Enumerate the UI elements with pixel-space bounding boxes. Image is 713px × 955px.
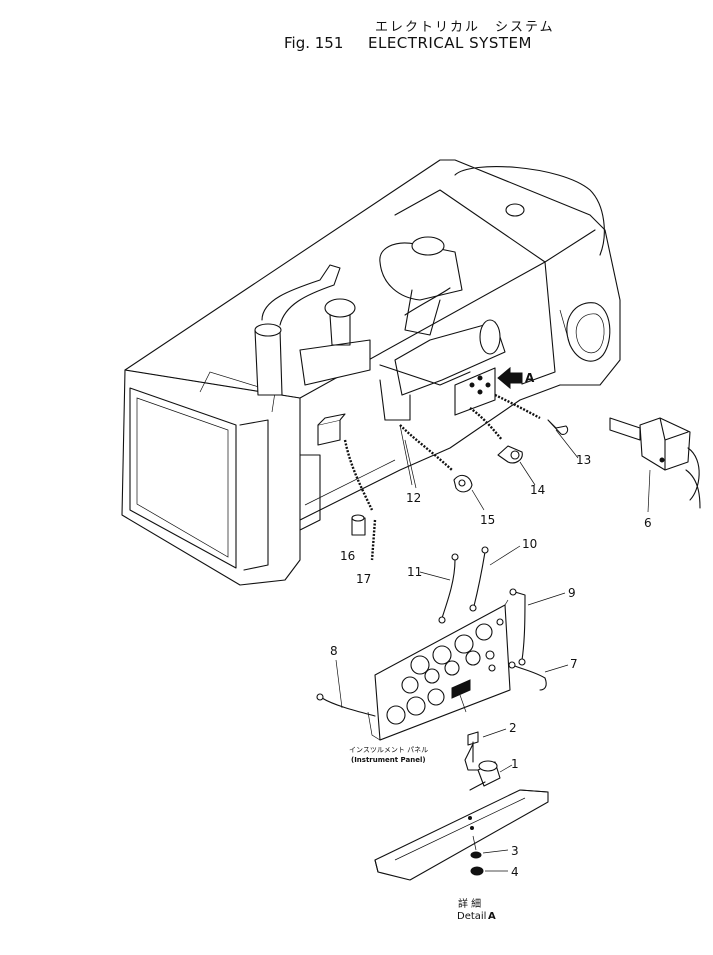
callout-3: 3 xyxy=(511,844,519,858)
detail-caption-letter: A xyxy=(488,911,496,922)
figure-header: エレクトリカル システム Fig. 151 ELECTRICAL SYSTEM xyxy=(0,0,713,60)
callout-numbers: 1 2 3 4 6 7 8 9 10 11 12 13 14 15 16 17 xyxy=(330,453,652,879)
callout-11: 11 xyxy=(407,565,422,579)
callout-8: 8 xyxy=(330,644,338,658)
instrument-panel-label-jp: インスツルメント パネル xyxy=(349,746,428,754)
callout-17: 17 xyxy=(356,572,371,586)
detail-a-assembly xyxy=(374,728,549,881)
callout-10: 10 xyxy=(522,537,537,551)
callout-6: 6 xyxy=(644,516,652,530)
instrument-panel-label-en: (Instrument Panel) xyxy=(351,756,426,764)
callout-12: 12 xyxy=(406,491,421,505)
callout-7: 7 xyxy=(570,657,578,671)
detail-caption-jp: 詳 細 xyxy=(458,897,481,910)
callout-4: 4 xyxy=(511,865,519,879)
callout-9: 9 xyxy=(568,586,576,600)
figure-title: ELECTRICAL SYSTEM xyxy=(368,34,532,52)
callout-1: 1 xyxy=(511,757,519,771)
small-parts xyxy=(351,417,701,561)
figure-title-japanese: エレクトリカル システム xyxy=(375,20,555,35)
callout-2: 2 xyxy=(509,721,517,735)
callout-14: 14 xyxy=(530,483,545,497)
instrument-panel xyxy=(367,599,511,741)
figure-number: Fig. 151 xyxy=(284,34,344,52)
detail-caption-en: Detail xyxy=(457,911,486,922)
callout-15: 15 xyxy=(480,513,495,527)
machine-body xyxy=(121,159,621,586)
detail-a-arrow: A xyxy=(497,366,535,390)
callout-16: 16 xyxy=(340,549,355,563)
callout-13: 13 xyxy=(576,453,591,467)
wire-leads xyxy=(316,545,569,717)
detail-a-arrow-label: A xyxy=(525,371,535,385)
engine-components xyxy=(254,236,506,446)
wiring-harnesses xyxy=(343,393,541,511)
